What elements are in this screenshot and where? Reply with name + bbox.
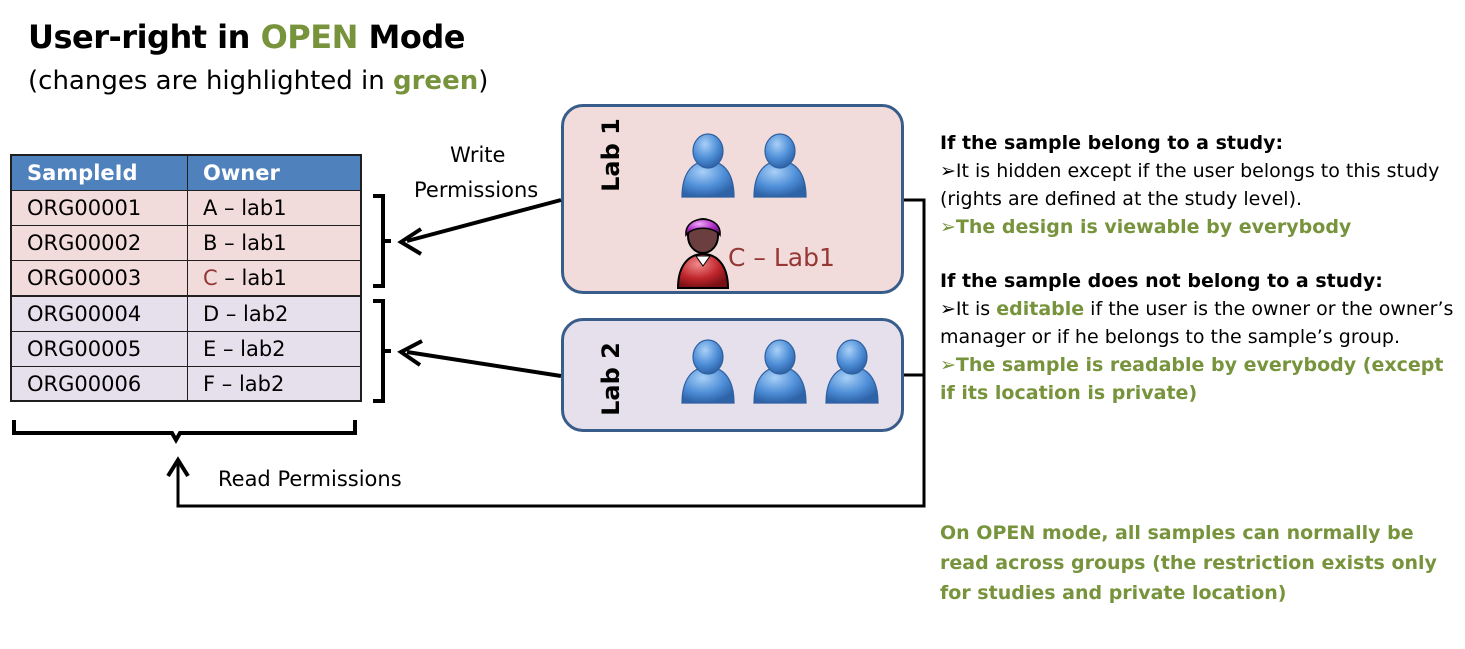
owner-cell: D – lab2 [187,295,361,332]
read-permissions-label: Read Permissions [218,467,402,491]
table-row: ORG00001 A – lab1 [11,190,361,226]
table-row: ORG00006 F – lab2 [11,366,361,402]
study-bullet: ➢It is hidden except if the user belongs… [940,160,1440,210]
sample-table: SampleId Owner ORG00001 A – lab1 ORG0000… [11,155,361,402]
title-highlight: OPEN [260,18,359,56]
study-green-bullet: ➢The design is viewable by everybody [940,216,1352,238]
arrow-bullet-icon: ➢ [940,160,956,182]
nostudy-bullet: ➢It is editable if the user is the owner… [940,298,1454,348]
read-permissions-connector [176,198,926,508]
user-c-icon [676,218,730,289]
nostudy-green-bullet: ➢The sample is readable by everybody (ex… [940,354,1444,404]
user-icon [681,339,735,404]
user-icon [681,133,735,198]
arrow-bullet-icon: ➢ [940,216,956,238]
sample-id-cell: ORG00003 [11,260,188,297]
sample-id-cell: ORG00004 [11,295,188,332]
user-icon [753,339,807,404]
col-header-owner: Owner [187,155,361,191]
write-label-line1: Write [450,143,506,167]
nostudy-heading: If the sample does not belong to a study… [940,270,1383,292]
open-mode-note: On OPEN mode, all samples can normally b… [940,522,1437,604]
sample-id-cell: ORG00002 [11,225,188,261]
lab1-rows-bracket [373,194,385,288]
sample-id-cell: ORG00001 [11,190,188,226]
owner-cell: A – lab1 [187,190,361,226]
write-arrow-lab2 [406,350,562,378]
subtitle-highlight: green [393,66,479,96]
page-title: User-right in OPEN Mode [28,18,465,56]
owner-cell: F – lab2 [187,366,361,402]
table-row: ORG00005 E – lab2 [11,331,361,367]
write-label-line2: Permissions [414,178,539,202]
page-subtitle: (changes are highlighted in green) [28,66,489,96]
table-bottom-brace [12,420,357,445]
sample-id-cell: ORG00006 [11,366,188,402]
lab1-group-box [561,104,904,294]
sample-id-cell: ORG00005 [11,331,188,367]
lab2-rows-bracket [373,299,385,403]
user-c-label: C – Lab1 [728,243,835,272]
study-heading: If the sample belong to a study: [940,132,1284,154]
rules-description: If the sample belong to a study: ➢It is … [940,129,1460,407]
owner-cell: E – lab2 [187,331,361,367]
col-header-sampleid: SampleId [11,155,188,191]
table-row: ORG00004 D – lab2 [11,295,361,332]
write-arrow-lab1 [406,198,562,243]
arrow-bullet-icon: ➢ [940,354,956,376]
arrow-bullet-icon: ➢ [940,298,956,320]
user-icon [825,339,879,404]
table-header-row: SampleId Owner [11,155,361,191]
owner-cell: B – lab1 [187,225,361,261]
table-row: ORG00002 B – lab1 [11,225,361,261]
user-icon [753,133,807,198]
